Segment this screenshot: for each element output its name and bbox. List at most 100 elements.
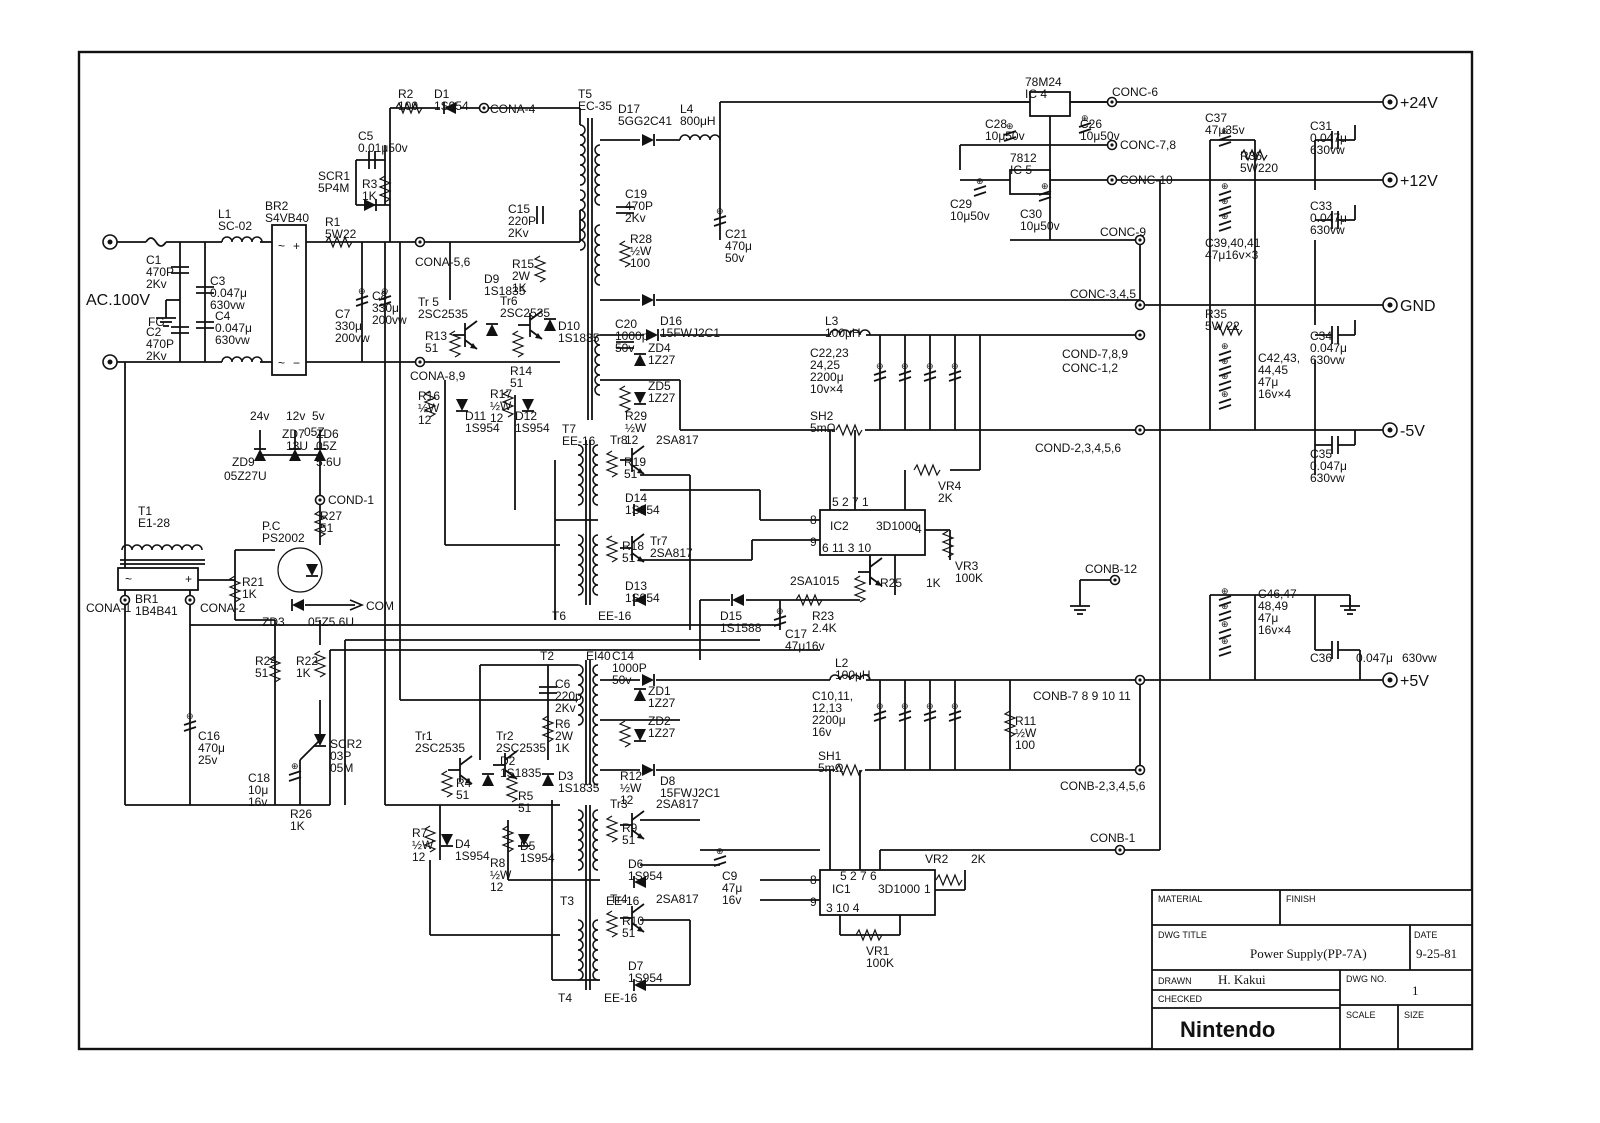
- c3-label-line: 0.047μ: [210, 286, 247, 300]
- ic4-label-line: 78M24: [1025, 75, 1062, 89]
- output-terminal-5v: [1382, 672, 1398, 688]
- c5-label-line: C5: [358, 129, 374, 143]
- d1-label-line: D1: [434, 87, 450, 101]
- tr4-label-line: Tr4: [610, 892, 628, 906]
- ic1-pin-8: 8: [810, 873, 817, 887]
- d17-label-line: D17: [618, 102, 640, 116]
- c31-label-line: 630vw: [1310, 143, 1345, 157]
- c36-label-line: 0.047μ: [1356, 651, 1393, 665]
- r17-label-line: ½W: [490, 399, 512, 413]
- c35-label-line: 630vw: [1310, 471, 1345, 485]
- tr8-label-line: 2SA817: [656, 433, 699, 447]
- labels: AC.100V FG +24V +12V GND -5V +5V CONA-4 …: [86, 85, 1438, 845]
- dwg-title-label: DWG TITLE: [1158, 930, 1207, 940]
- d5-label-line: 1S954: [520, 851, 555, 865]
- c37-label-line: 47μ35v: [1205, 123, 1245, 137]
- r8-label-line: 12: [490, 880, 504, 894]
- zd3-label-line: 05Z5.6U: [308, 615, 354, 629]
- t4-label-line: T4: [558, 991, 572, 1005]
- r26-label-line: R26: [290, 807, 312, 821]
- r10-label-line: R10: [622, 914, 644, 928]
- c4-label-line: C4: [215, 309, 231, 323]
- vr3-label-line: 100K: [955, 571, 983, 585]
- r23-label-line: 2.4K: [812, 621, 837, 635]
- r29-label-line: ½W: [625, 421, 647, 435]
- c21-label-line: 50v: [725, 251, 744, 265]
- c46-label-line: C46,47: [1258, 587, 1297, 601]
- tr5-label-line: 2SC2535: [418, 307, 468, 321]
- scr2-label-line: SCR2: [330, 737, 362, 751]
- c2-label-line: 2Kv: [146, 349, 167, 363]
- ic5-label-line: 7812: [1010, 151, 1037, 165]
- connector-label: CONB-1: [1090, 831, 1136, 845]
- r26-label-line: 1K: [290, 819, 305, 833]
- c42-label-line: 44,45: [1258, 363, 1288, 377]
- r15-label-line: 1K: [512, 281, 527, 295]
- c8-label-line: C8: [372, 289, 388, 303]
- c7-label-line: 200vw: [335, 331, 370, 345]
- output-24v-label: +24V: [1400, 95, 1438, 112]
- zd-label-line: 5v: [312, 409, 325, 423]
- zd-label-line: 05Z: [304, 425, 325, 439]
- br2-label-line: BR2: [265, 199, 289, 213]
- ic2-label-line: IC2: [830, 519, 849, 533]
- r12-label-line: ½W: [620, 781, 642, 795]
- c10-label-line: 2200μ: [812, 713, 846, 727]
- c8-label-line: 200vw: [372, 313, 407, 327]
- sh2-label-line: SH2: [810, 409, 834, 423]
- c2-label-line: 470P: [146, 337, 174, 351]
- r1-label-line: 5W22: [325, 227, 357, 241]
- r35-label-line: 5W 22: [1205, 319, 1240, 333]
- c37-label-line: C37: [1205, 111, 1227, 125]
- d8-label-line: D8: [660, 774, 676, 788]
- drawing-title: Power Supply(PP-7A): [1250, 946, 1367, 961]
- drawn-label: DRAWN: [1158, 976, 1192, 986]
- ic2-pin-9: 9: [810, 535, 817, 549]
- d9-label-line: 1S1835: [484, 284, 526, 298]
- ic4-label-line: IC 4: [1025, 87, 1047, 101]
- tr2-label-line: Tr2: [496, 729, 514, 743]
- connector-label: CONC-7,8: [1120, 138, 1176, 152]
- checked-label: CHECKED: [1158, 994, 1203, 1004]
- c36-label-line: C36: [1310, 651, 1332, 665]
- r36-label-line: 5W220: [1240, 161, 1278, 175]
- svg-text:~: ~: [278, 356, 285, 370]
- drawing-date: 9-25-81: [1416, 946, 1457, 961]
- r17-label-line: R17: [490, 387, 512, 401]
- pc-label-line: P.C: [262, 519, 281, 533]
- r5-label-line: 51: [518, 801, 532, 815]
- connector-label: CONA-2: [200, 601, 246, 615]
- t1-label-line: E1-28: [138, 516, 170, 530]
- title-block: MATERIAL FINISH DWG TITLE Power Supply(P…: [1151, 889, 1473, 1050]
- svg-text:+: +: [185, 572, 192, 586]
- connector-label: CONA-4: [490, 102, 536, 116]
- tr3-label-line: 2SA817: [656, 797, 699, 811]
- d9-label-line: D9: [484, 272, 500, 286]
- r28-label-line: 100: [630, 256, 650, 270]
- drawing-border: [77, 50, 1474, 1051]
- c5-label: C50.01μ50v: [358, 129, 408, 155]
- zd1-label-line: ZD1: [648, 684, 671, 698]
- c36-label-line: 630vw: [1402, 651, 1437, 665]
- c42-label-line: 47μ: [1258, 375, 1278, 389]
- tr1-label-line: 2SC2535: [415, 741, 465, 755]
- output-terminal-gnd: [1382, 297, 1398, 313]
- d6-label-line: D6: [628, 857, 644, 871]
- tr7-label-line: 2SA817: [650, 546, 693, 560]
